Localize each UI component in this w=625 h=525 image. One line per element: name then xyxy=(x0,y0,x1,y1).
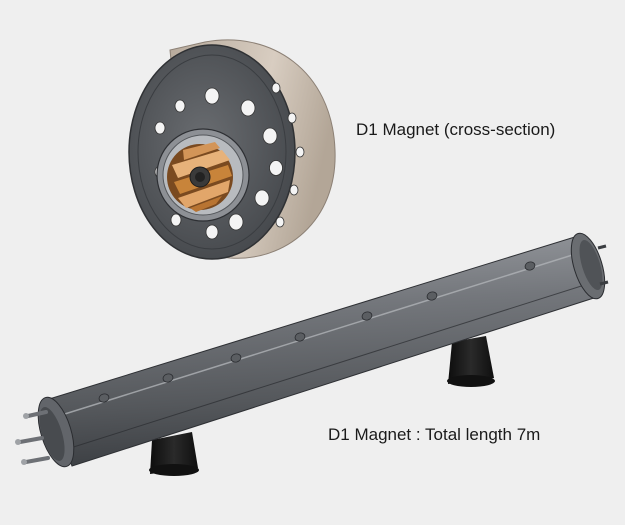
cross-section-view xyxy=(128,39,336,260)
cross-section-caption: D1 Magnet (cross-section) xyxy=(356,120,556,139)
left-end-flange xyxy=(15,396,75,468)
support-leg-right xyxy=(447,336,495,387)
total-length-caption: D1 Magnet : Total length 7m xyxy=(328,425,541,444)
bolt-holes xyxy=(154,82,305,240)
tube-ports xyxy=(98,261,536,403)
right-end-flange xyxy=(570,232,609,300)
cryostat-assembly xyxy=(15,232,609,476)
support-leg-left xyxy=(149,432,199,476)
